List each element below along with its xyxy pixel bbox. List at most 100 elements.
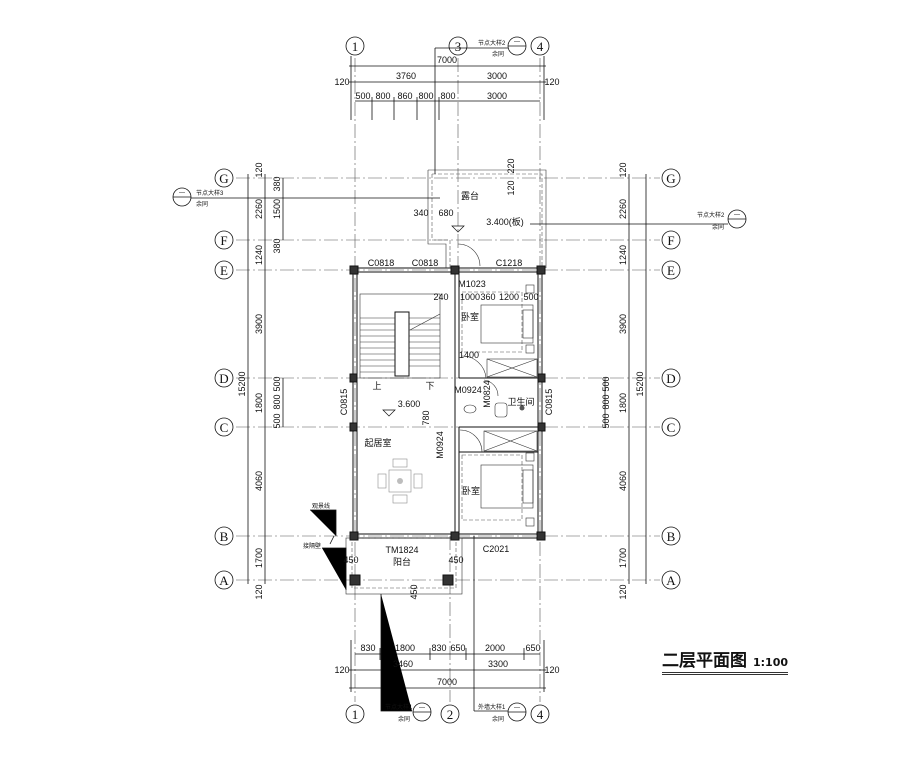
- dim-right-seg: 2260: [618, 199, 628, 219]
- dim-right-seg: 1800: [618, 393, 628, 413]
- room-living: 起居室: [364, 437, 391, 448]
- callout-ref: —: [179, 190, 185, 196]
- doors: [457, 243, 499, 453]
- dim-right-window: 800: [601, 394, 611, 409]
- dim-left-window: 500: [272, 413, 282, 428]
- dim-left-seg: 1700: [254, 548, 264, 568]
- callout-text: 余同: [492, 715, 504, 723]
- window-c0815-right: C0815: [544, 389, 554, 416]
- dim-bottom-seg: 830: [360, 643, 375, 653]
- axis-3-top: 3: [455, 39, 462, 54]
- dim-inner: 500: [523, 292, 538, 302]
- pillow-1: [522, 309, 534, 339]
- furniture: [377, 284, 538, 527]
- dim-right-seg: 120: [618, 584, 628, 599]
- floor-drain: [519, 405, 525, 411]
- dim-top-3760: 3760: [396, 71, 416, 81]
- dimension-lines: [247, 56, 647, 692]
- wardrobe-2: [483, 430, 538, 452]
- room-labels: 露台 3.400(板) 卧室 卧室 卫生间 起居室 阳台 上 下 3.600: [364, 190, 534, 567]
- callout-ref: —: [734, 212, 740, 218]
- dim-inner: 780: [421, 410, 431, 425]
- dim-inner: 1000: [460, 292, 480, 302]
- dim-top-seg: 800: [418, 91, 433, 101]
- dim-left-window: 1500: [272, 199, 282, 219]
- door-m0924: M0924: [454, 385, 482, 395]
- level-marker-icon: [451, 225, 465, 233]
- dim-left-total: 15200: [237, 371, 247, 396]
- dim-left-window: 800: [272, 394, 282, 409]
- axis-E-right: E: [667, 263, 675, 278]
- dim-top-3000: 3000: [487, 71, 507, 81]
- note-party-wall: 接隔壁: [303, 542, 321, 550]
- drawing-scale: 1:100: [753, 656, 789, 669]
- dim-left-seg: 1800: [254, 393, 264, 413]
- door-m0824: M0824: [482, 380, 492, 408]
- dim-inner: 450: [409, 584, 419, 599]
- axis-C-left: C: [220, 420, 229, 435]
- dim-top-seg: 500: [355, 91, 370, 101]
- dim-right-total: 15200: [635, 371, 645, 396]
- bed-rug-2: [461, 454, 523, 521]
- axis-C-right: C: [667, 420, 676, 435]
- note-view-line: 观景线: [312, 502, 330, 510]
- dim-bottom-120-right: 120: [544, 665, 559, 675]
- room-terrace: 露台: [461, 190, 479, 201]
- axis-1-top: 1: [352, 39, 359, 54]
- dim-top-seg: 3000: [487, 91, 507, 101]
- dim-bottom-seg: 1800: [395, 643, 415, 653]
- level-marker-icon: [382, 409, 396, 417]
- dim-top-seg: 800: [440, 91, 455, 101]
- detail-callout-top: 节点大样2 余同 —: [434, 36, 527, 174]
- pillow-2: [522, 469, 534, 504]
- nightstand: [525, 284, 535, 294]
- axis-G-left: G: [219, 171, 228, 186]
- top-dimensions: 7000 120 3760 3000 120 500 800 860 800 8…: [334, 55, 559, 101]
- callout-text: 节点大样2: [478, 39, 506, 47]
- axis-B-left: B: [220, 529, 229, 544]
- axis-labels: 1 3 4 1 2 4 G F E D C B A G F E D C B A: [219, 39, 676, 722]
- axis-E-left: E: [220, 263, 228, 278]
- dim-left-seg: 1240: [254, 245, 264, 265]
- staircase: [359, 293, 441, 379]
- dim-inner: 360: [480, 292, 495, 302]
- axis-A-right: A: [666, 573, 676, 588]
- bottom-dimensions: 830 1800 830 650 2000 650 120 3460 3300 …: [334, 643, 559, 687]
- grid-lines: [236, 58, 660, 702]
- terrace-level: 3.400(板): [486, 216, 524, 227]
- dim-left-window: 500: [272, 376, 282, 391]
- dim-inner: 220: [506, 158, 516, 173]
- dim-inner: 240: [433, 292, 448, 302]
- callout-text: 余同: [398, 715, 410, 723]
- window-c1218: C1218: [496, 258, 523, 268]
- dim-top-seg: 800: [375, 91, 390, 101]
- axis-A-left: A: [219, 573, 229, 588]
- dining-table: [377, 458, 423, 504]
- detail-callouts: 节点大样2 余同 — 节点大样3 余同 — 节点大样2 余同 — 节点大样1 余…: [172, 36, 747, 723]
- dim-left-seg: 4060: [254, 471, 264, 491]
- callout-text: 余同: [712, 223, 724, 231]
- callout-text: 节点大样1: [385, 703, 413, 711]
- dim-left-seg: 2260: [254, 199, 264, 219]
- room-bedroom-2: 卧室: [462, 485, 480, 496]
- axis-bubbles: [214, 36, 681, 724]
- left-dimensions: 120 2260 1240 3900 1800 4060 1700 120 15…: [237, 162, 282, 599]
- dim-inner: 120: [506, 180, 516, 195]
- dim-right-window: 500: [601, 413, 611, 428]
- room-balcony: 阳台: [393, 556, 411, 567]
- bed-2: [480, 464, 534, 509]
- dim-left-window: 380: [272, 238, 282, 253]
- dim-bottom-120-left: 120: [334, 665, 349, 675]
- dim-inner: 450: [448, 555, 463, 565]
- axis-G-right: G: [666, 171, 675, 186]
- dim-inner: 1200: [499, 292, 519, 302]
- callout-ref: —: [514, 705, 520, 711]
- detail-callout-bottom-1: 节点大样1 余同 —: [380, 594, 432, 723]
- walls: [345, 169, 547, 595]
- dim-right-seg: 4060: [618, 471, 628, 491]
- room-bathroom: 卫生间: [507, 396, 534, 407]
- dim-top-seg: 860: [397, 91, 412, 101]
- dim-left-seg: 120: [254, 584, 264, 599]
